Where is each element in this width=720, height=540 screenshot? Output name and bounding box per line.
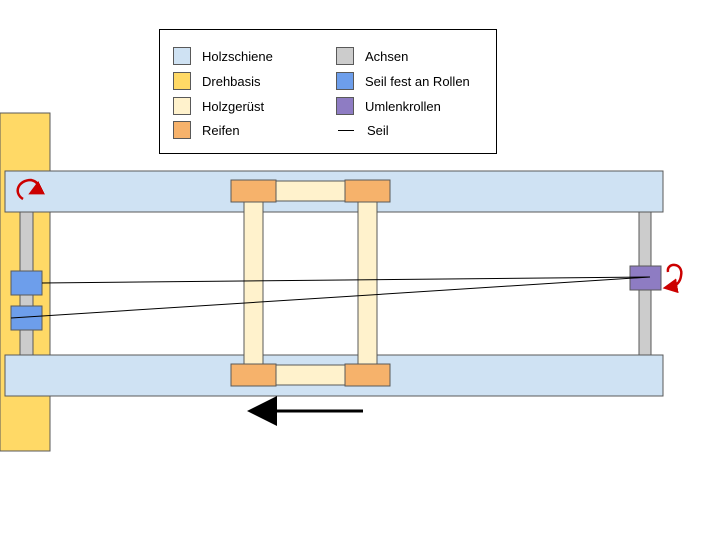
legend-swatch-umlenkrollen xyxy=(336,97,354,115)
tire-bottom-right xyxy=(344,363,391,387)
legend-swatch-holzschiene xyxy=(173,47,191,65)
legend-item-reifen: Reifen xyxy=(173,120,240,140)
legend-swatch-achsen xyxy=(336,47,354,65)
frame-bottom-beam xyxy=(275,364,347,386)
fixed-roller-upper xyxy=(10,270,43,296)
rope-upper xyxy=(41,276,651,284)
rotation-arrow-right-icon xyxy=(662,263,683,294)
frame-right-post xyxy=(357,200,378,367)
legend-label-seil: Seil xyxy=(367,122,389,138)
legend-label-umlenkrollen: Umlenkrollen xyxy=(365,98,441,114)
tire-top-right xyxy=(344,179,391,203)
tire-bottom-left xyxy=(230,363,277,387)
legend: Holzschiene Drehbasis Holzgerüst Reifen … xyxy=(159,29,497,154)
rope-lower xyxy=(10,276,651,319)
legend-label-drehbasis: Drehbasis xyxy=(202,73,261,89)
tire-top-left xyxy=(230,179,277,203)
legend-label-holzgeruest: Holzgerüst xyxy=(202,98,265,114)
legend-item-umlenkrollen: Umlenkrollen xyxy=(336,96,441,116)
legend-swatch-reifen xyxy=(173,121,191,139)
legend-swatch-holzgeruest xyxy=(173,97,191,115)
legend-label-seil-fest: Seil fest an Rollen xyxy=(365,73,470,89)
legend-label-reifen: Reifen xyxy=(202,122,240,138)
frame-top-beam xyxy=(275,180,347,202)
frame-left-post xyxy=(243,200,264,367)
legend-item-drehbasis: Drehbasis xyxy=(173,71,261,91)
legend-swatch-drehbasis xyxy=(173,72,191,90)
legend-item-seil: Seil xyxy=(336,120,389,140)
legend-label-achsen: Achsen xyxy=(365,48,409,64)
legend-item-achsen: Achsen xyxy=(336,46,408,66)
rotation-arrow-left-icon xyxy=(16,178,46,201)
legend-item-seil-fest: Seil fest an Rollen xyxy=(336,71,470,91)
legend-item-holzgeruest: Holzgerüst xyxy=(173,96,264,116)
legend-item-holzschiene: Holzschiene xyxy=(173,46,273,66)
legend-swatch-seil xyxy=(338,129,354,131)
legend-swatch-seil-fest xyxy=(336,72,354,90)
legend-label-holzschiene: Holzschiene xyxy=(202,48,273,64)
